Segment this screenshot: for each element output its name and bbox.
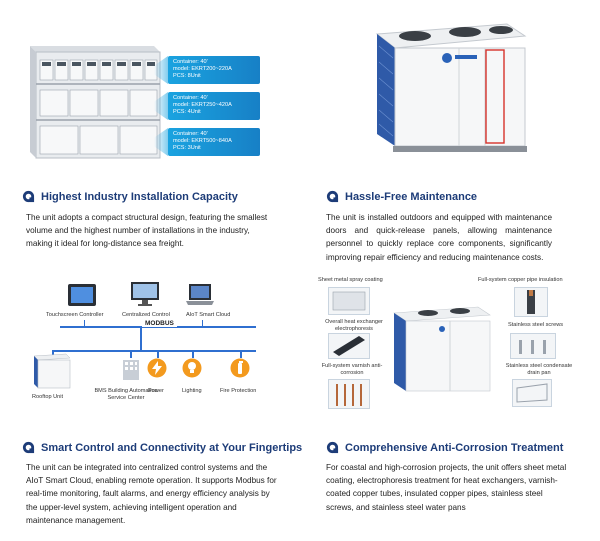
capacity-tag-1: Container: 40' model: EKRT200~220A PCS: … — [168, 56, 260, 84]
drain-pan-image — [512, 379, 552, 407]
varnish-tube-image — [328, 379, 370, 409]
control-body: The unit can be integrated into centrali… — [26, 463, 277, 525]
part-label-varnish: Full-system varnish anti-corrosion — [321, 363, 383, 376]
maintenance-body: The unit is installed outdoors and equip… — [326, 213, 552, 262]
q-bullet-icon — [326, 441, 339, 454]
part-label-copper: Full-system copper pipe insulation — [478, 277, 563, 283]
corrosion-parts-diagram: Sheet metal spray coating Overall heat e… — [318, 275, 588, 415]
bus-connector — [202, 320, 203, 326]
q-bullet-icon — [22, 190, 35, 203]
tag-container: Container: 40' — [173, 59, 208, 65]
tag-pcs: PCS: 4Unit — [173, 109, 201, 115]
corrosion-body: For coastal and high-corrosion projects,… — [326, 463, 567, 512]
capacity-heading: Highest Industry Installation Capacity — [22, 190, 238, 203]
control-title: Smart Control and Connectivity at Your F… — [41, 441, 303, 454]
bus-drop — [52, 350, 54, 358]
part-label-sheet: Sheet metal spray coating — [318, 277, 383, 283]
node-label-fire: Fire Protection — [220, 388, 257, 394]
capacity-body: The unit adopts a compact structural des… — [26, 213, 268, 249]
tag-model: model: EKRT200~220A — [173, 66, 232, 72]
container-shelf-illustration — [22, 42, 162, 160]
control-heading: Smart Control and Connectivity at Your F… — [22, 441, 302, 454]
tag-pcs: PCS: 8Unit — [173, 73, 201, 79]
lighting-icon — [182, 358, 202, 378]
tag-container: Container: 40' — [173, 95, 208, 101]
tag-pcs: PCS: 3Unit — [173, 145, 201, 151]
rooftop-unit-icon — [33, 353, 71, 389]
node-label-rooftop: Rooftop Unit — [32, 394, 64, 400]
part-label-screws: Stainless steel screws — [508, 322, 564, 328]
tag-container: Container: 40' — [173, 131, 208, 137]
sheet-metal-image — [328, 287, 370, 315]
control-diagram: Touchscreen Controller Centralized Contr… — [30, 280, 300, 415]
laptop-icon — [186, 284, 214, 305]
bus-drop — [192, 350, 194, 358]
bus-connector — [84, 320, 85, 326]
bus-line-bottom — [52, 350, 256, 352]
node-label-lighting: Lighting — [182, 388, 202, 394]
bus-line-vertical — [140, 326, 142, 350]
building-icon — [123, 360, 139, 380]
device-label-centralized: Centralized Control — [122, 312, 170, 318]
bus-drop — [240, 350, 242, 358]
corrosion-title: Comprehensive Anti-Corrosion Treatment — [345, 441, 564, 454]
touchscreen-icon — [68, 284, 96, 306]
monitor-icon — [131, 282, 159, 306]
bus-drop — [157, 350, 159, 358]
node-label-power: Power — [148, 388, 164, 394]
outdoor-unit-illustration — [355, 6, 530, 158]
capacity-title: Highest Industry Installation Capacity — [41, 190, 238, 203]
q-bullet-icon — [22, 441, 35, 454]
q-bullet-icon — [326, 190, 339, 203]
tag-model: model: EKRT500~840A — [173, 138, 232, 144]
screws-image — [510, 333, 556, 359]
modbus-label: MODBUS — [142, 320, 177, 327]
tag-model: model: EKRT250~420A — [173, 102, 232, 108]
maintenance-heading: Hassle-Free Maintenance — [326, 190, 477, 203]
part-label-hx: Overall heat exchanger electrophoresis — [325, 319, 383, 332]
power-icon — [147, 358, 167, 378]
heat-exchanger-image — [328, 333, 370, 359]
fire-protection-icon — [230, 358, 250, 378]
capacity-tag-2: Container: 40' model: EKRT250~420A PCS: … — [168, 92, 260, 120]
node-label-bms: BMS Building Automation Service Center — [94, 388, 158, 401]
part-label-pan: Stainless steel condensate drain pan — [505, 363, 573, 376]
corrosion-heading: Comprehensive Anti-Corrosion Treatment — [326, 441, 563, 454]
maintenance-title: Hassle-Free Maintenance — [345, 190, 478, 203]
unit-center-image — [393, 306, 491, 392]
capacity-tag-3: Container: 40' model: EKRT500~840A PCS: … — [168, 128, 260, 156]
device-label-touchscreen: Touchscreen Controller — [46, 312, 104, 318]
device-label-cloud: AIoT Smart Cloud — [186, 312, 231, 318]
bus-drop — [130, 350, 132, 358]
copper-insulation-image — [514, 287, 548, 317]
